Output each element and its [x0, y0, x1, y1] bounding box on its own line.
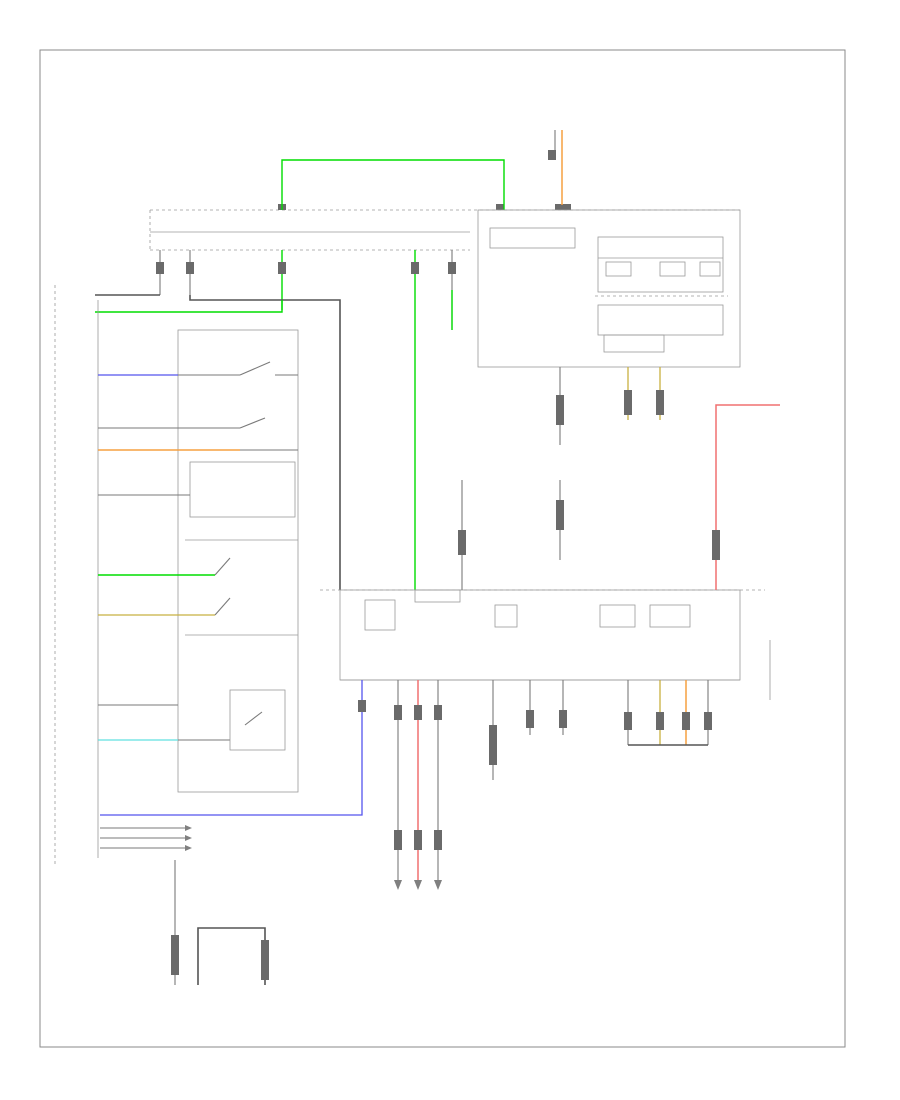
red-feed-wire	[712, 404, 780, 590]
brake-switch	[98, 361, 298, 376]
main-dark-wires	[95, 294, 341, 590]
light-control-switch	[98, 461, 296, 518]
body-ecu	[320, 589, 771, 700]
ground-drop	[489, 680, 497, 780]
combination-meter	[477, 209, 741, 368]
bottom-left-terminals	[100, 825, 192, 851]
diagram-frame	[39, 49, 846, 1048]
left-ground-group	[526, 680, 567, 735]
top-orange-feed	[548, 130, 563, 205]
meter-output-wires	[556, 367, 664, 445]
passenger-switch	[98, 689, 286, 751]
top-bar-drops	[156, 250, 456, 590]
bottom-left-harness	[171, 860, 269, 985]
top-connector-bar	[149, 204, 740, 251]
steering-sensor	[458, 480, 564, 590]
hazard-switch	[98, 417, 298, 451]
switch-cluster-box	[177, 329, 299, 793]
turn-switch	[98, 539, 298, 636]
ecu-bottom-outputs	[100, 680, 442, 890]
left-connector-column	[54, 285, 99, 865]
green-loop-wire	[281, 159, 505, 210]
side-mirror-group	[624, 680, 712, 746]
